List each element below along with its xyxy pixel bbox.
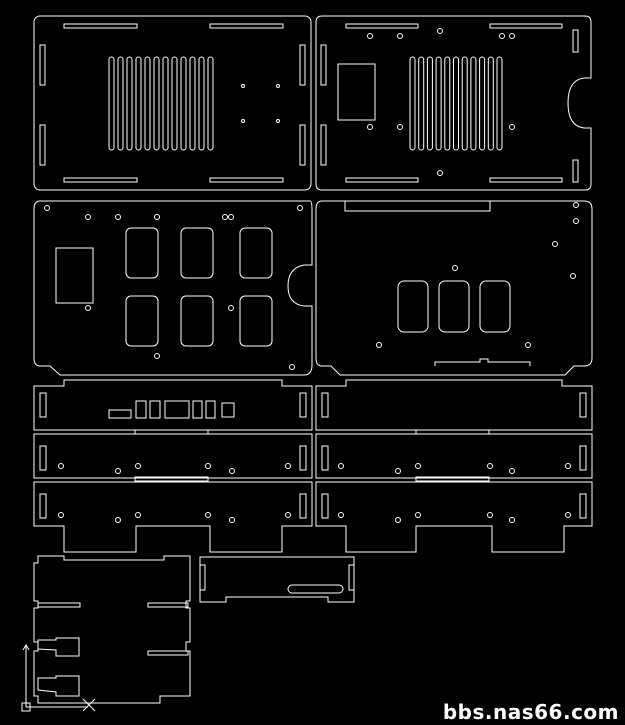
vent-slot	[487, 56, 494, 151]
side-panel-row-1-right	[315, 379, 593, 435]
vent-slot	[409, 56, 416, 151]
side-panel-row-3-right	[315, 481, 593, 553]
top-right-panel	[315, 15, 592, 191]
vent-slot	[461, 56, 468, 151]
side-panel-row-2-right	[315, 433, 593, 482]
vent-slot	[126, 56, 133, 151]
ucs-axis-icon	[21, 644, 88, 712]
vent-slot	[108, 56, 115, 151]
vent-slots	[108, 56, 214, 151]
vent-slots	[409, 56, 503, 151]
vent-slot	[162, 56, 169, 151]
cross-marker-icon	[82, 698, 96, 712]
vent-slot	[171, 56, 178, 151]
vent-slot	[444, 56, 451, 151]
vent-slot	[470, 56, 477, 151]
middle-right-panel	[315, 200, 593, 376]
vent-slot	[418, 56, 425, 151]
vent-slot	[496, 56, 503, 151]
middle-left-panel	[33, 200, 313, 376]
vent-slot	[198, 56, 205, 151]
side-panel-row-2-left	[33, 433, 313, 482]
vent-slot	[435, 56, 442, 151]
vent-slot	[207, 56, 214, 151]
top-left-panel	[33, 15, 312, 191]
watermark-text: bbs.nas66.com	[442, 700, 619, 724]
vent-slot	[144, 56, 151, 151]
small-bracket-right	[199, 556, 355, 603]
vent-slot	[453, 56, 459, 151]
small-bracket-left	[33, 555, 191, 704]
vent-slot	[180, 56, 187, 151]
vent-slot	[479, 56, 486, 151]
vent-slot	[153, 56, 160, 151]
side-panel-row-3-left	[33, 481, 313, 553]
vent-slot	[189, 56, 196, 151]
side-panel-row-1-left	[33, 379, 313, 435]
vent-slot	[426, 56, 433, 151]
vent-slot	[135, 56, 142, 151]
vent-slot	[117, 56, 124, 151]
